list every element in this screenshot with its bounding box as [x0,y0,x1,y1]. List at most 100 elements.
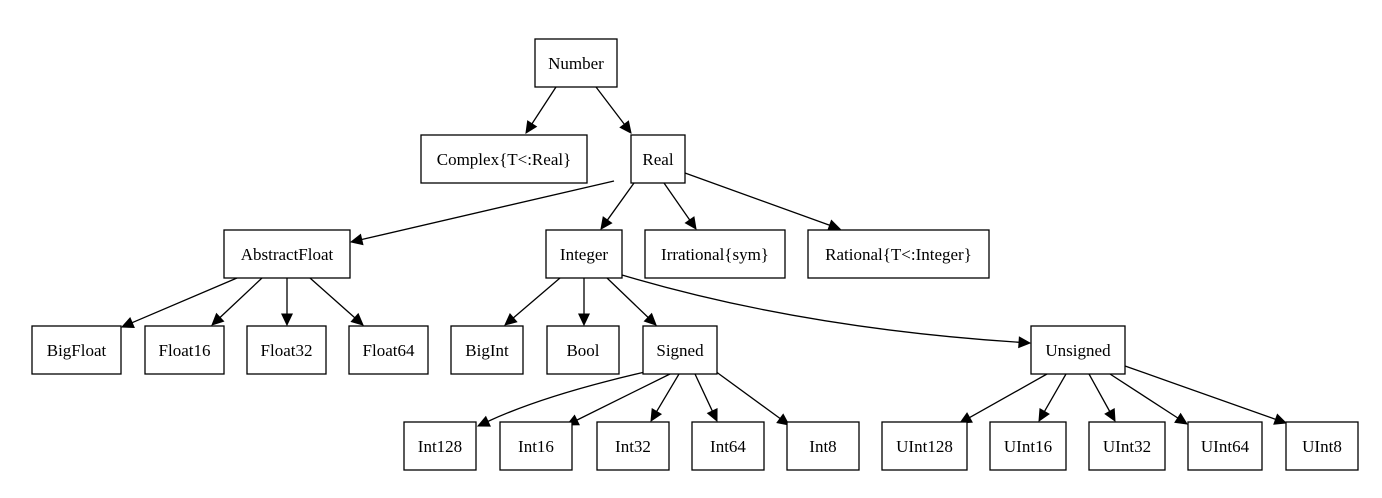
node-box [881,421,968,471]
node-abstractfloat: AbstractFloat [223,229,351,279]
edge-unsigned-to-uint128 [958,373,1048,424]
edge-signed-to-int32 [650,373,680,423]
node-box [223,229,351,279]
arrowhead [706,408,718,423]
edge-number-to-complex [525,86,557,134]
node-box [1030,325,1126,375]
node-label: BigFloat [47,341,107,360]
edge-line [487,371,646,422]
edge-line [595,86,625,125]
node-unsigned: Unsigned [1030,325,1126,375]
edge-real-to-integer [600,182,635,230]
edge-line [663,182,691,221]
edge-line [656,373,680,412]
arrowhead [619,120,632,134]
arrowhead [525,120,538,134]
edge-line [969,373,1048,419]
edge-unsigned-to-uint32 [1088,373,1116,423]
node-label: BigInt [465,341,509,360]
edge-line [576,373,671,421]
node-label: Bool [566,341,599,360]
node-label: Int8 [809,437,836,456]
node-float16: Float16 [144,325,225,375]
arrowhead [684,216,697,230]
node-bigint: BigInt [450,325,524,375]
edge-integer-to-unsigned [621,274,1032,349]
node-float64: Float64 [348,325,429,375]
node-int8: Int8 [786,421,860,471]
edge-unsigned-to-uint8 [1124,365,1288,425]
node-float32: Float32 [246,325,327,375]
node-bigfloat: BigFloat [31,325,122,375]
node-label: Rational{T<:Integer} [825,245,972,264]
arrowhead [211,312,225,326]
edge-real-to-rational [684,172,842,231]
arrowhead [349,233,364,246]
node-label: Float64 [363,341,415,360]
node-uint128: UInt128 [881,421,968,471]
edge-abstractfloat-to-float64 [309,277,364,326]
edge-unsigned-to-uint64 [1109,373,1188,425]
node-rational: Rational{T<:Integer} [807,229,990,279]
edge-abstractfloat-to-float32 [281,278,293,327]
arrowhead [120,316,135,329]
edge-line [131,277,238,324]
edge-real-to-abstractfloat [349,180,615,246]
edge-line [531,86,557,125]
node-box [989,421,1067,471]
node-int128: Int128 [403,421,477,471]
node-box [1187,421,1263,471]
node-label: Unsigned [1045,341,1111,360]
edge-signed-to-int8 [714,370,790,426]
node-label: Integer [560,245,608,264]
node-label: Complex{T<:Real} [437,150,572,169]
node-uint8: UInt8 [1285,421,1359,471]
node-int32: Int32 [596,421,670,471]
node-complex: Complex{T<:Real} [420,134,588,184]
node-label: UInt64 [1201,437,1250,456]
edge-integer-to-bigint [504,277,561,326]
edge-line [1043,373,1067,412]
edge-line [694,373,713,412]
node-label: UInt16 [1004,437,1052,456]
edge-line [621,274,1020,343]
node-integer: Integer [545,229,623,279]
node-label: Real [642,150,673,169]
node-int16: Int16 [499,421,573,471]
node-box [534,38,618,88]
edge-real-to-irrational [663,182,697,230]
node-box [546,325,620,375]
arrowhead [504,312,518,326]
node-label: Int128 [418,437,462,456]
edge-signed-to-int64 [694,373,718,423]
arrowhead [350,312,364,326]
arrowhead [827,219,842,231]
edge-line [1124,365,1276,420]
edge-line [512,277,561,319]
edge-abstractfloat-to-float16 [211,277,263,326]
node-label: Int32 [615,437,651,456]
node-real: Real [630,134,686,184]
node-box [642,325,718,375]
node-box [420,134,588,184]
node-label: UInt8 [1302,437,1342,456]
edge-line [714,370,781,420]
node-box [403,421,477,471]
arrowhead [776,413,790,426]
node-box [630,134,686,184]
node-signed: Signed [642,325,718,375]
edge-abstractfloat-to-bigfloat [120,277,238,329]
node-label: AbstractFloat [241,245,334,264]
node-int64: Int64 [691,421,765,471]
node-uint64: UInt64 [1187,421,1263,471]
node-box [644,229,786,279]
node-label: Signed [656,341,704,360]
node-box [691,421,765,471]
arrowhead [1273,413,1288,425]
edge-line [606,277,649,318]
node-box [596,421,670,471]
node-box [807,229,990,279]
node-box [450,325,524,375]
node-uint32: UInt32 [1088,421,1166,471]
